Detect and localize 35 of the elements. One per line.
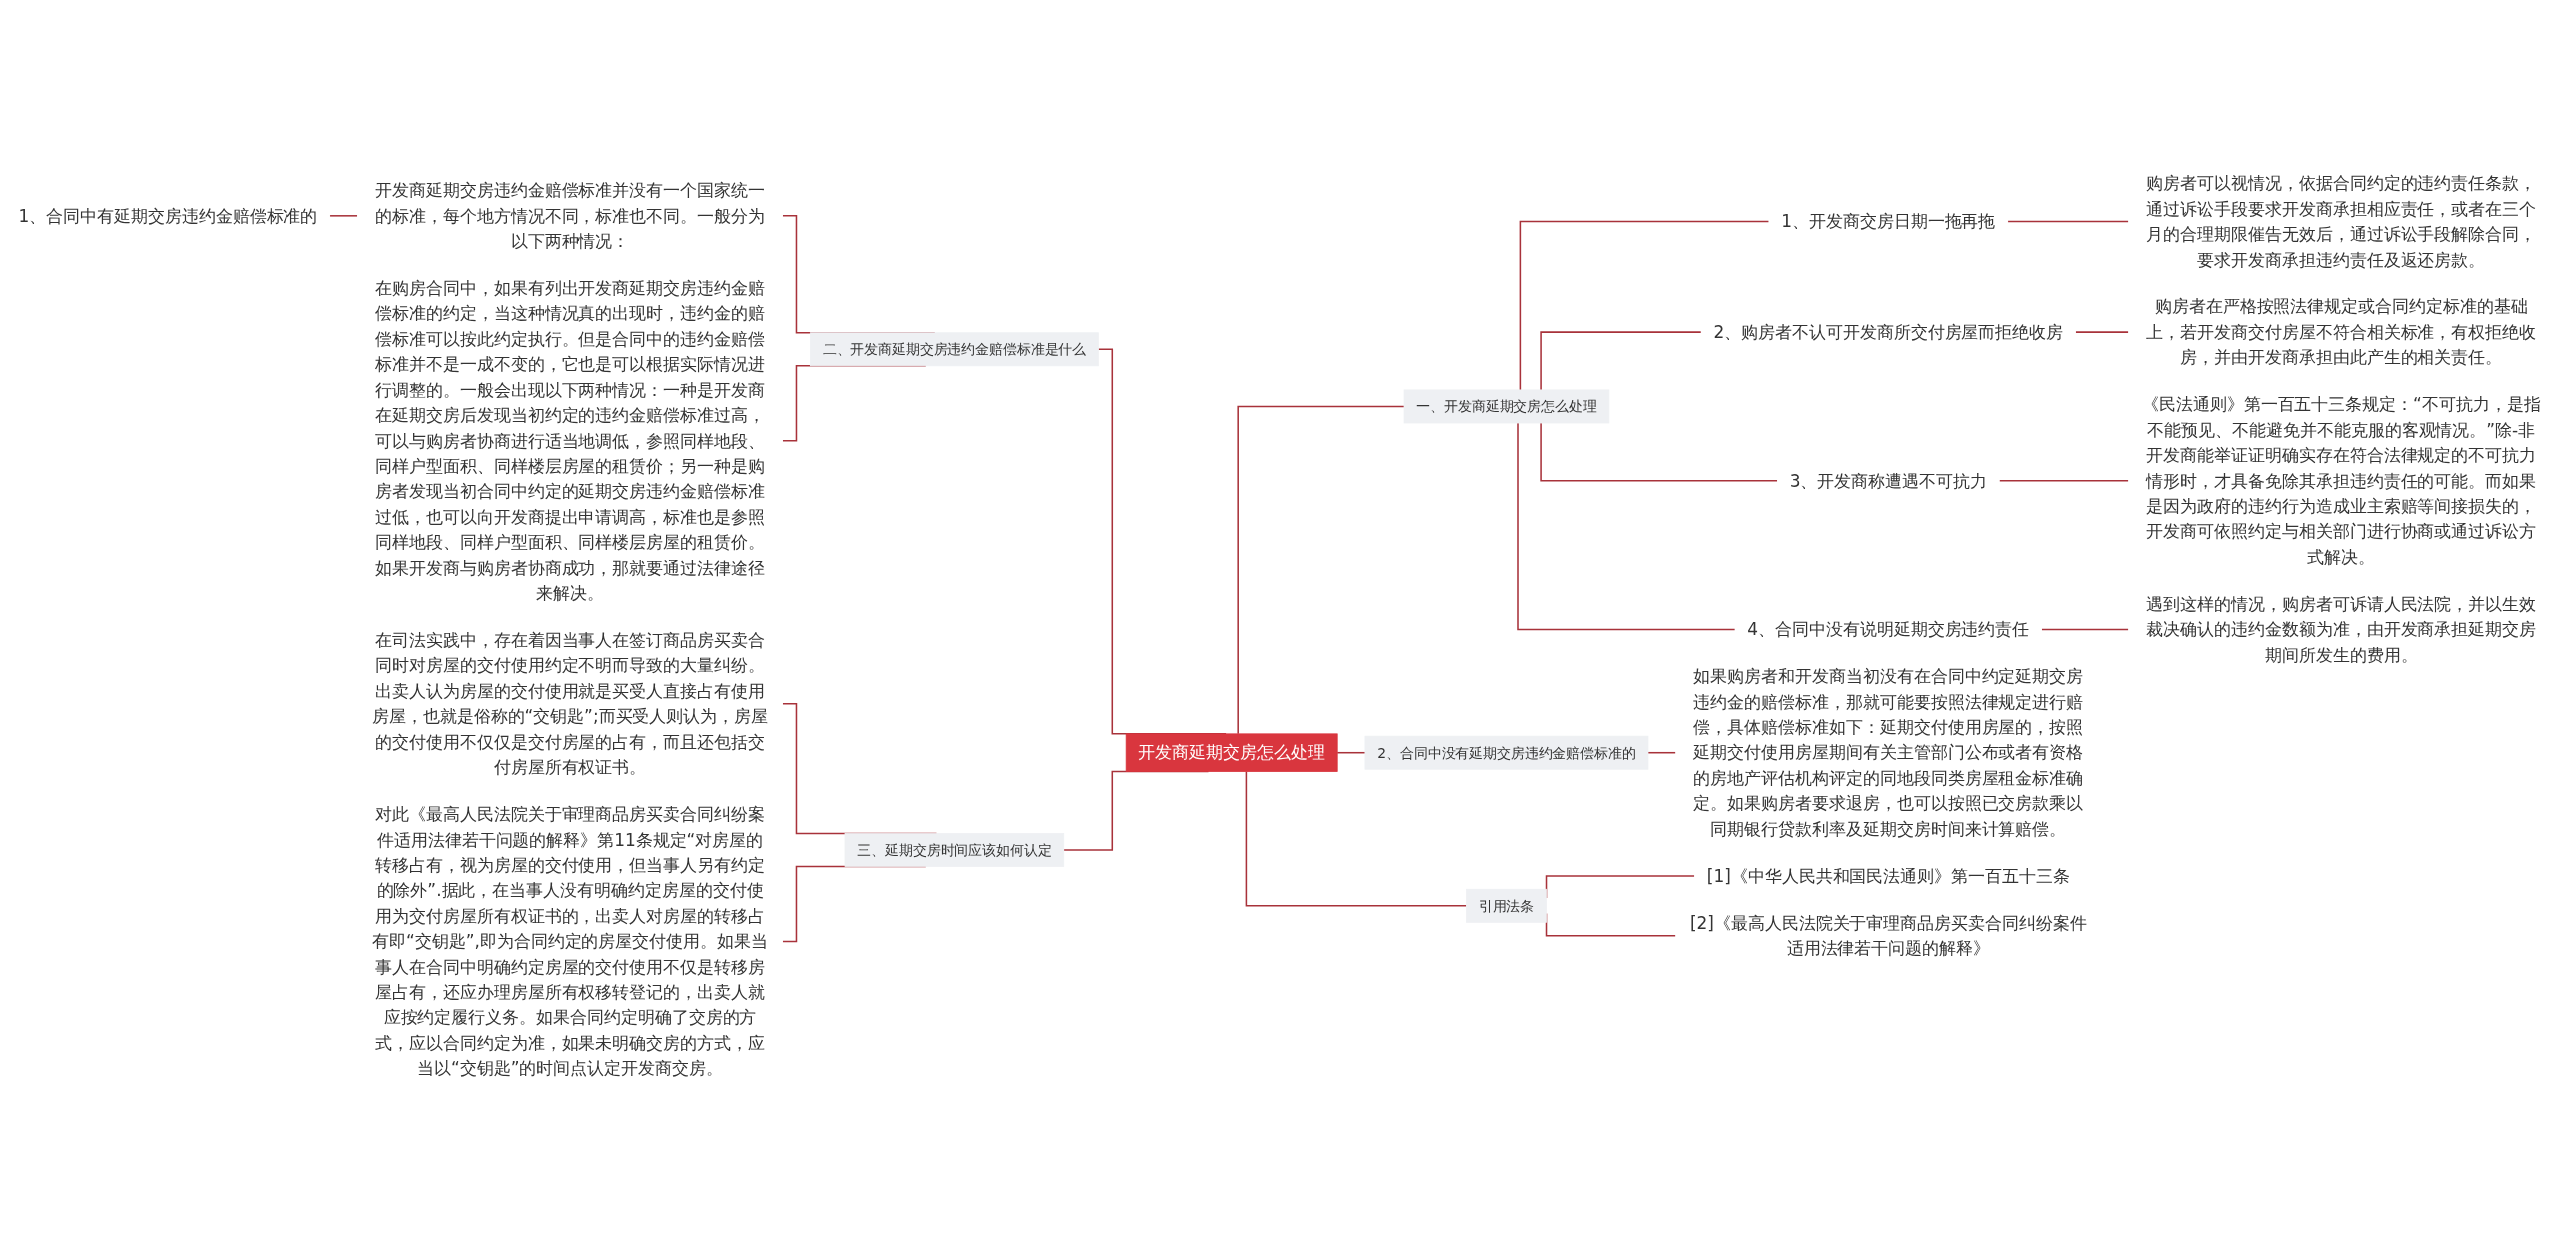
node-box: 一、开发商延期交房怎么处理 [1403,389,1610,424]
node-text: 3、开发商称遭遇不可抗力 [1789,471,1987,491]
connector [1336,751,1366,754]
node-box: 引用法条 [1466,888,1547,923]
connector [1540,331,1702,391]
node-text: 购房者可以视情况，依据合同约定的违约责任条款，通过诉讼手段要求开发商承担相应责任，或者在三个月的合理期限催告无效后，通过诉讼手段解除合同，要求开发商承担违约责任及返还房款。 [2146,173,2537,270]
connector [1245,770,1468,907]
node-text: 遇到这样的情况，购房者可诉请人民法院，并以生效裁决确认的违约金数额为准，由开发商承担延期交房期间所发生的费用。 [2146,594,2537,665]
connector [1519,220,1770,391]
node-text: 开发商延期交房违约金赔偿标准并没有一个国家统一的标准，每个地方情况不同，标准也不同。一般分为以下两种情况： [375,180,765,251]
connector [1517,422,1736,631]
node-text: 1、合同中有延期交房违约金赔偿标准的 [18,206,318,226]
node-text: 1、开发商交房日期一拖再拖 [1781,211,1996,232]
connector [1237,405,1405,735]
connector [1540,422,1779,482]
node-text: 在购房合同中，如果有列出开发商延期交房违约金赔偿标准的约定，当这种情况真的出现时，违约金的赔偿标准可以按此约定执行。但是合同中的违约金赔偿标准并不是一成不变的，它也是可以根据实际情况进行调整的。一般会出现以下两种情况：一种是开发商在延期交房后发现当初约定的违约金赔偿标准过高，可以与购房者协商进行适当地调低，参照同样地段、同样户型面积、同样楼层房屋的租赁价；另一种是购房者发现当初合同中约定的延期交房违约金赔偿标准过低，也可以向开发商提出申请调高，标准也是参照同样地段、同样户型面积、同样楼层房屋的租赁价。如果开发商与购房者协商成功，那就要通过法律途径来解决。 [375,278,765,603]
connector [2040,628,2130,631]
node-box: 三、延期交房时间应该如何认定 [844,833,1065,867]
node-text: [2]《最高人民法院关于审理商品房买卖合同纠纷案件适用法律若干问题的解释》 [1689,913,2087,958]
node-text: 对此《最高人民法院关于审理商品房买卖合同纠纷案件适用法律若干问题的解释》第11条规定“对房屋的转移占有，视为房屋的交付使用，但当事人另有约定的除外”.据此，在当事人没有明确约定房屋的交付使用为交付房屋所有权证书的，出卖人对房屋的转移占有即“交钥匙”,即为合同约定的房屋交付使用。如果当事人在合同中明确约定房屋的交付使用不仅是转移房屋占有，还应办理房屋所有权移转登记的，出卖人就应按约定履行义务。如果合同约定明确了交房的方式，应以合同约定为准，如果未明确交房的方式，应当以“交钥匙”的时间点认定开发商交房。 [372,804,768,1079]
node-text: 4、合同中没有说明延期交房违约责任 [1747,619,2030,640]
node-text: 购房者在严格按照法律规定或合同约定标准的基础上，若开发商交付房屋不符合相关标准，有权拒绝收房，并由开发商承担由此产生的相关责任。 [2146,297,2537,368]
connector [1647,751,1677,754]
connector [328,215,359,217]
node-box: 2、合同中没有延期交房违约金赔偿标准的 [1364,735,1649,770]
node-text: 在司法实践中，存在着因当事人在签订商品房买卖合同时对房屋的交付使用约定不明而导致的大量纠纷。出卖人认为房屋的交付使用就是买受人直接占有使用房屋，也就是俗称的“交钥匙”;而买受人则认为，房屋的交付使用不仅仅是交付房屋的占有，而且还包括交付房屋所有权证书。 [371,630,769,777]
node-box: 开发商延期交房怎么处理 [1125,733,1338,772]
node-text: 《民法通则》第一百五十三条规定：“不可抗力，是指不能预见、不能避免并不能克服的客观情况。”除-非开发商能举证证明确实存在符合法律规定的不可抗力情形时，才具备免除其承担违约责任的可能。而如果是因为政府的违约行为造成业主索赔等间接损失的，开发商可依照约定与相关部门进行协商或通过诉讼方式解决。 [2141,394,2541,567]
node-text: 2、购房者不认可开发商所交付房屋而拒绝收房 [1713,322,2064,342]
node-text: 如果购房者和开发商当初没有在合同中约定延期交房违约金的赔偿标准，那就可能要按照法律规定进行赔偿，具体赔偿标准如下：延期交付使用房屋的，按照延期交付使用房屋期间有关主管部门公布或者有资格的房地产评估机构评定的同地段同类房屋租金标准确定。如果购房者要求退房，也可以按照已交房款乘以同期银行贷款利率及延期交房时间来计算赔偿。 [1693,666,2084,839]
connector [1998,480,2130,482]
connector [2074,331,2130,333]
node-text: [1]《中华人民共和国民法通则》第一百五十三条 [1706,866,2070,886]
connector [2006,220,2130,223]
node-box: 二、开发商延期交房违约金赔偿标准是什么 [809,332,1099,367]
